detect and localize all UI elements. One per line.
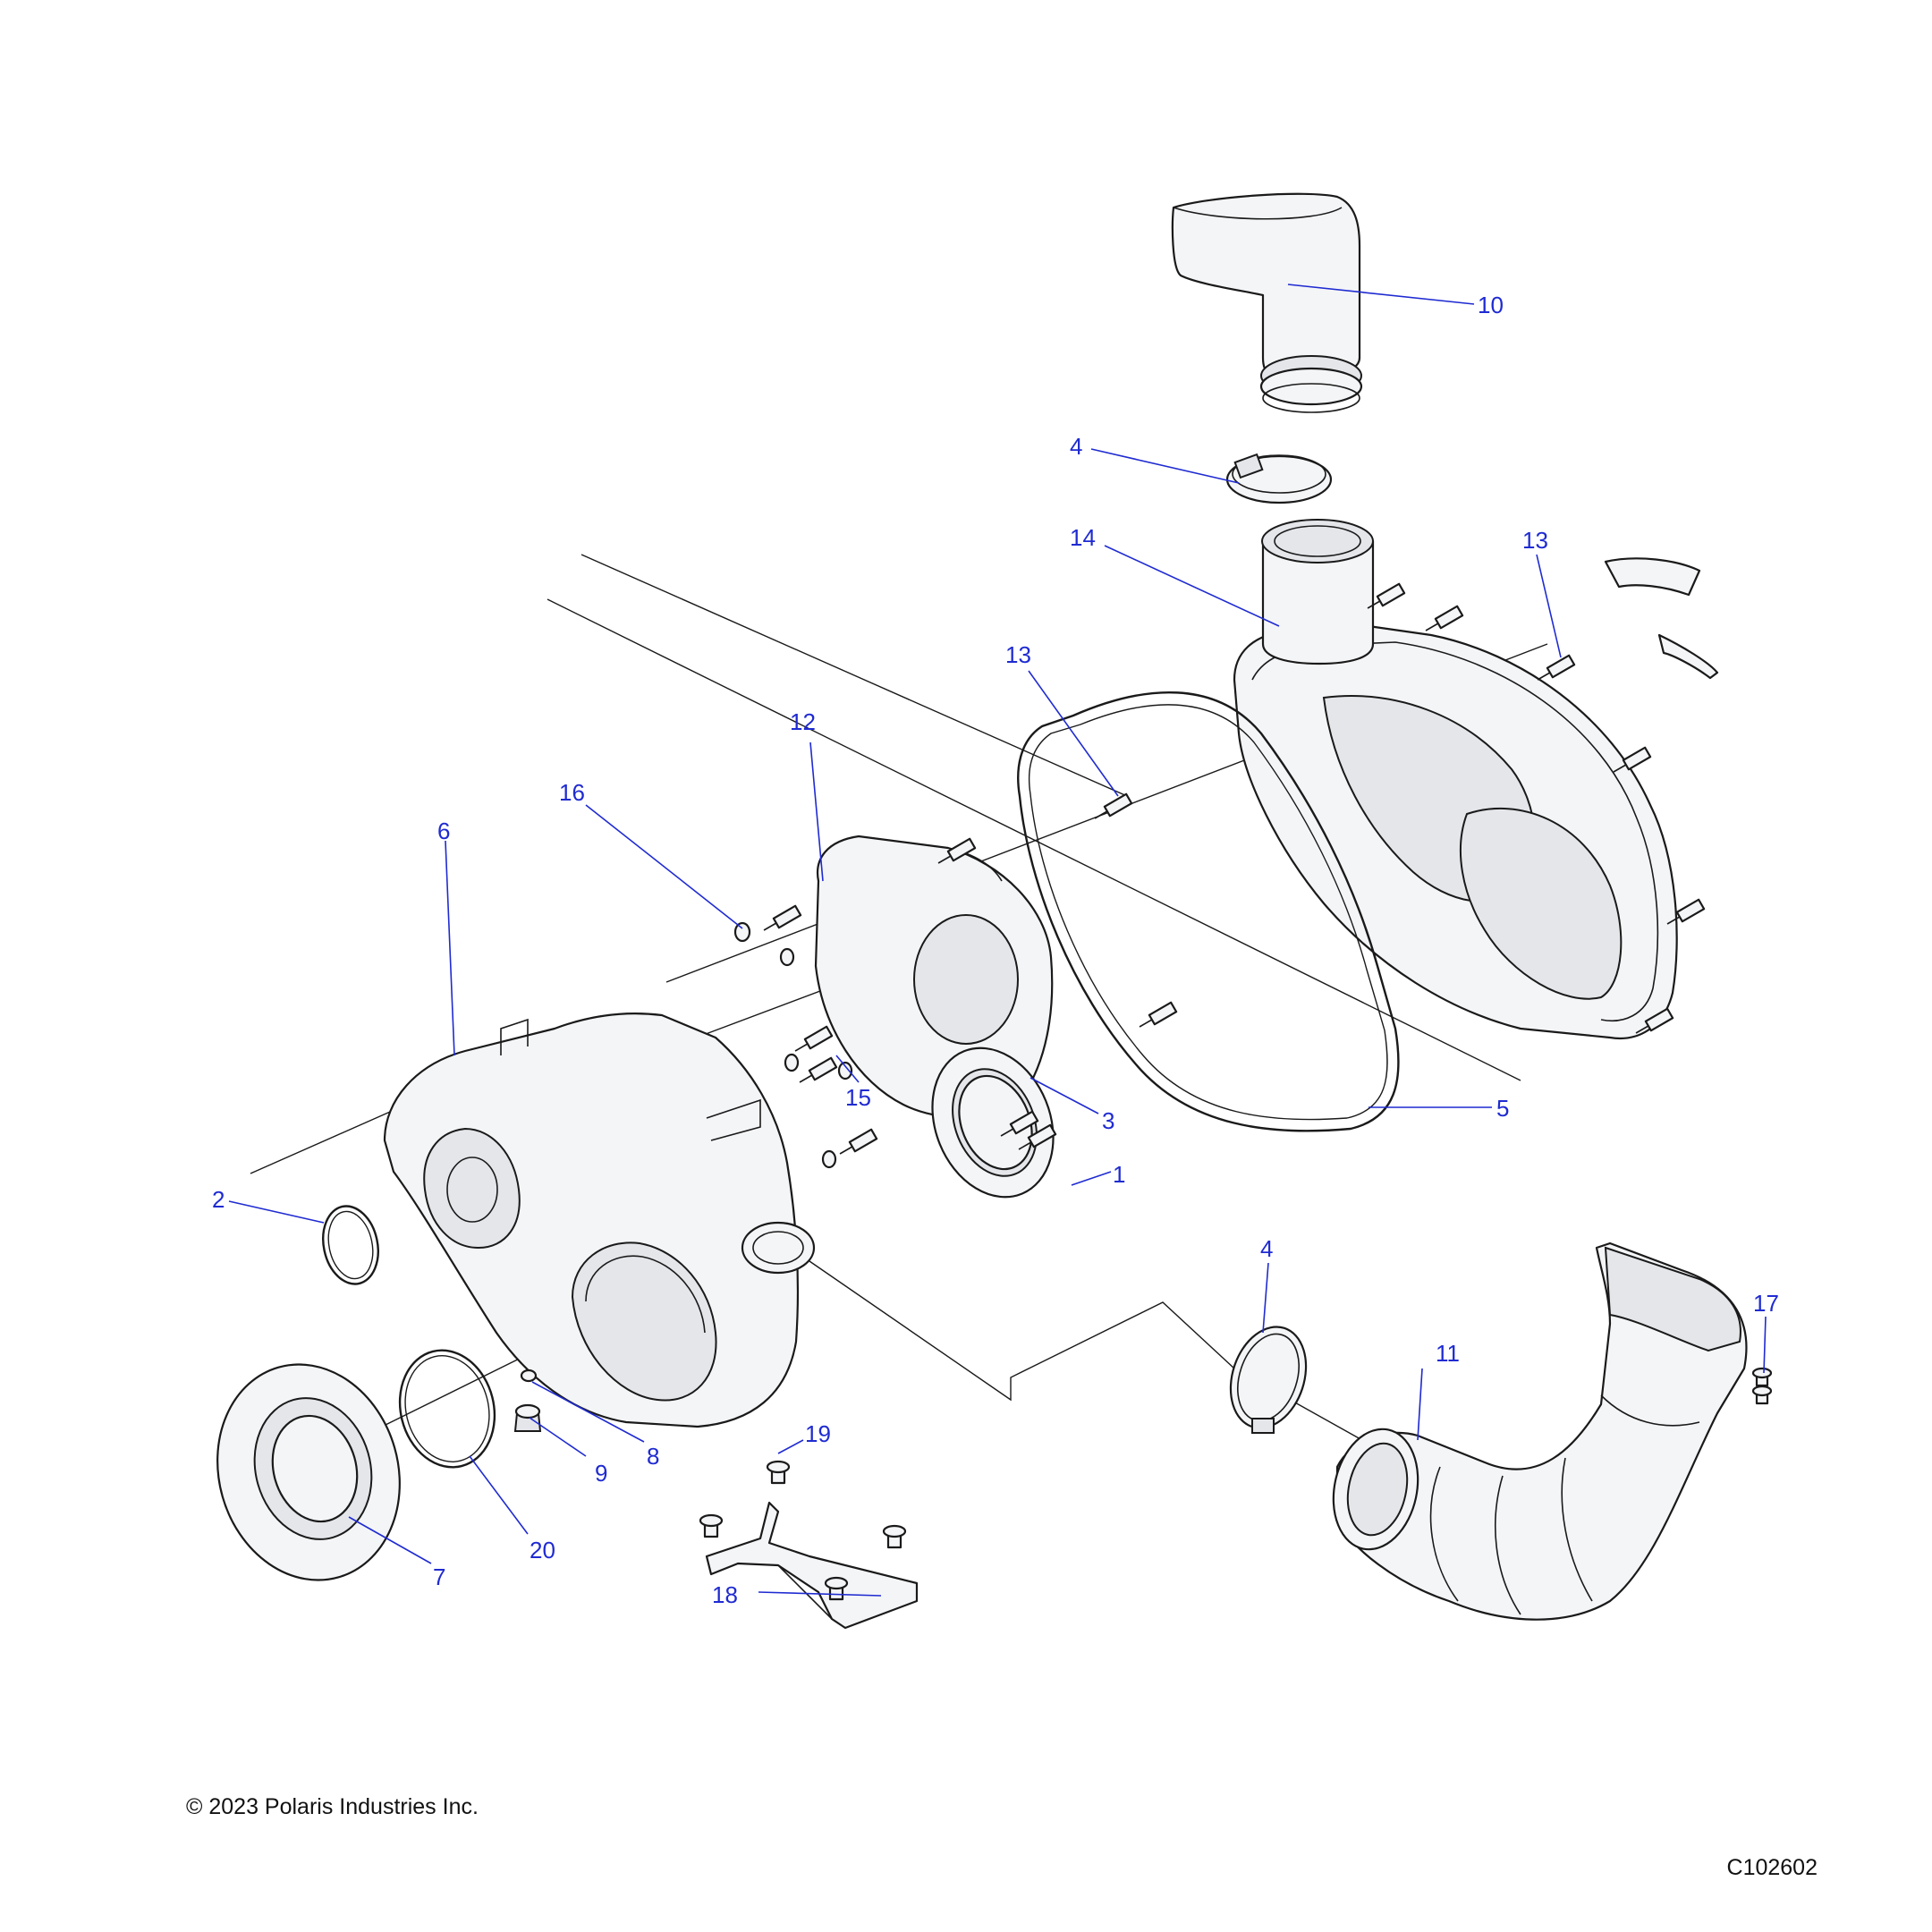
callout-6: 6: [437, 818, 450, 844]
callout-14: 14: [1070, 524, 1096, 551]
bearing-ring: [931, 1046, 1055, 1199]
outer-clutch-cover: [1233, 519, 1678, 1039]
inner-shroud: [814, 835, 1054, 1119]
callout-3: 3: [1102, 1107, 1114, 1134]
callout-17: 17: [1753, 1290, 1779, 1317]
callout-2: 2: [212, 1186, 225, 1213]
drawing-number: C102602: [1726, 1855, 1818, 1880]
lower-hose-clamp: [1229, 1326, 1308, 1434]
copyright-notice: © 2023 Polaris Industries Inc.: [186, 1794, 479, 1819]
ring-20: [398, 1349, 496, 1469]
callout-10: 10: [1478, 292, 1504, 318]
callout-labels: 10 4 14 13 13 12 16 6 15 3 1 5 2 4 17 11…: [212, 292, 1779, 1608]
seal-plate: [216, 1363, 401, 1581]
callout-1: 1: [1113, 1161, 1125, 1188]
fasteners: [513, 582, 1773, 1601]
intake-elbow: [1171, 192, 1363, 413]
o-ring-2: [322, 1205, 379, 1285]
callout-18: 18: [712, 1581, 738, 1608]
callout-16: 16: [559, 779, 585, 806]
upper-hose-clamp: [1225, 453, 1333, 504]
exhaust-duct: [1332, 1241, 1748, 1621]
mounting-bracket: [705, 1501, 919, 1630]
callout-5: 5: [1496, 1095, 1509, 1122]
seal-strips: [1604, 557, 1719, 680]
callout-7: 7: [433, 1563, 445, 1590]
callout-4-lower: 4: [1260, 1235, 1273, 1262]
callout-20: 20: [530, 1537, 555, 1563]
cover-seal: [1017, 691, 1400, 1132]
inner-clutch-cover: [383, 1013, 816, 1428]
callout-15: 15: [845, 1084, 871, 1111]
callout-4-upper: 4: [1070, 433, 1082, 460]
callout-8: 8: [647, 1443, 659, 1470]
callout-19: 19: [805, 1420, 831, 1447]
callout-leaders: [228, 284, 1767, 1597]
callout-13-center: 13: [1005, 641, 1031, 668]
callout-9: 9: [595, 1460, 607, 1487]
callout-11: 11: [1436, 1340, 1460, 1367]
callout-12: 12: [790, 708, 816, 735]
callout-13-right: 13: [1522, 527, 1548, 554]
